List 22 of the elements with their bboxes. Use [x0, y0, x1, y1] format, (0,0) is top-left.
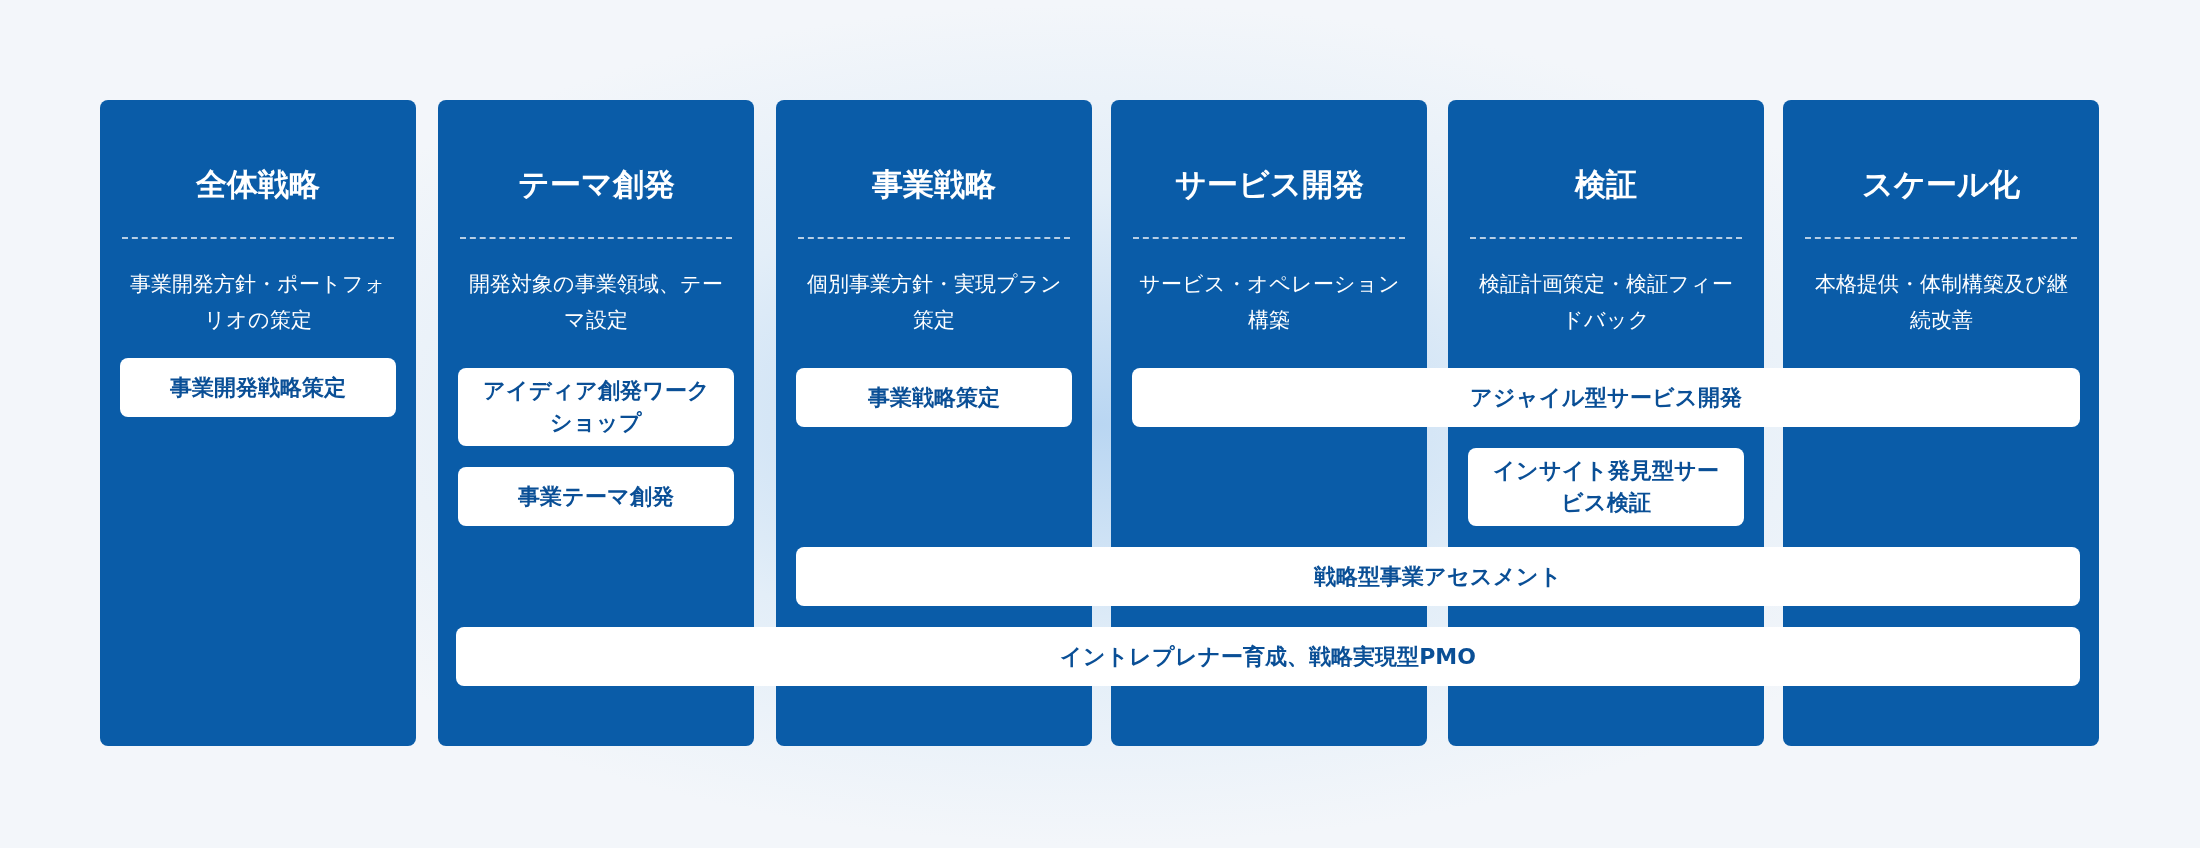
column-heading: 検証 — [1573, 165, 1638, 204]
service-card: 事業テーマ創発 — [458, 467, 734, 526]
column-description: 事業開発方針・ポートフォリオの策定 — [129, 271, 387, 334]
column-heading: 事業戦略 — [871, 165, 997, 204]
column-heading: スケール化 — [1861, 165, 2021, 204]
column-description: 開発対象の事業領域、テーマ設定 — [468, 271, 724, 334]
column-heading: サービス開発 — [1173, 165, 1365, 204]
column-description: 本格提供・体制構築及び継続改善 — [1813, 271, 2069, 334]
service-card: インサイト発見型サービス検証 — [1468, 448, 1744, 526]
service-card: 事業戦略策定 — [796, 368, 1072, 427]
column-heading: 全体戦略 — [195, 165, 321, 204]
column-description: 検証計画策定・検証フィードバック — [1478, 271, 1734, 334]
service-card: 事業開発戦略策定 — [120, 358, 396, 417]
column-description: サービス・オペレーション構築 — [1137, 271, 1401, 334]
service-card: イントレプレナー育成、戦略実現型PMO — [456, 627, 2080, 686]
column-panel — [100, 100, 416, 746]
service-card: アイディア創発ワークショップ — [458, 368, 734, 446]
service-card: 戦略型事業アセスメント — [796, 547, 2080, 606]
column-heading: テーマ創発 — [516, 165, 676, 204]
column-panel — [438, 100, 754, 746]
service-card: アジャイル型サービス開発 — [1132, 368, 2080, 427]
column-description: 個別事業方針・実現プラン策定 — [805, 271, 1063, 334]
